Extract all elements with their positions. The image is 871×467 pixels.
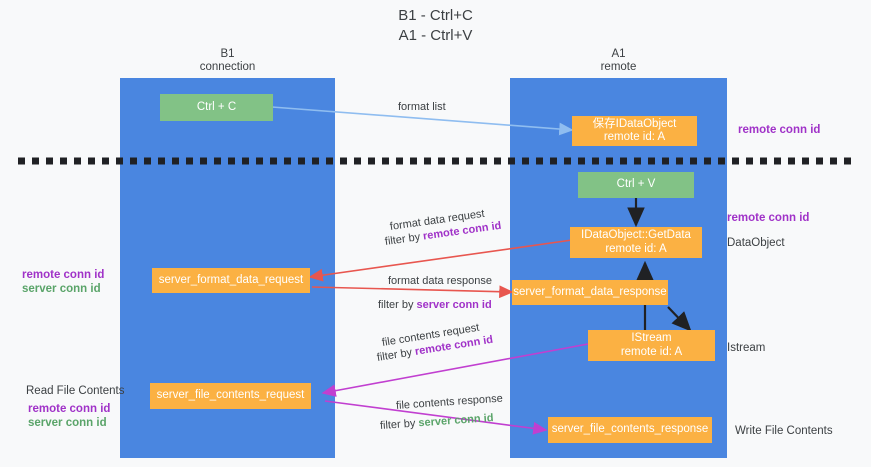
annotation-remote-conn-id-mid: remote conn id <box>727 212 810 224</box>
edge-label-format-list: format list <box>398 100 446 114</box>
node-save-idataobject[interactable]: 保存IDataObject remote id: A <box>572 116 697 146</box>
annotation-dataobject: DataObject <box>727 237 785 249</box>
column-header-a1-name: A1 <box>611 48 626 60</box>
node-getdata[interactable]: IDataObject::GetData remote id: A <box>570 227 702 258</box>
edge-label-format-data-response-filter-key: server conn id <box>416 299 492 311</box>
title-line-2: A1 - Ctrl+V <box>398 27 473 44</box>
annotation-istream: Istream <box>727 342 766 354</box>
node-server-format-data-response[interactable]: server_format_data_response <box>512 280 668 305</box>
node-server-file-contents-request[interactable]: server_file_contents_request <box>150 383 311 409</box>
edge-label-file-contents-response-filter-key: server conn id <box>418 412 494 430</box>
edge-label-format-data-response: format data response <box>388 274 492 288</box>
node-ctrl-c-label: Ctrl + C <box>196 100 237 113</box>
column-header-b1: B1 connection <box>120 48 335 74</box>
edge-label-format-data-response-filter-prefix: filter by <box>378 299 417 311</box>
node-server-file-contents-response-label: server_file_contents_response <box>551 423 709 436</box>
node-save-idataobject-line1: 保存IDataObject <box>592 117 677 130</box>
column-header-b1-name: B1 <box>220 48 235 60</box>
annotation-remote-conn-id-top: remote conn id <box>738 124 821 136</box>
node-server-format-data-request-label: server_format_data_request <box>158 273 304 286</box>
edge-label-file-contents-response-text: file contents response <box>395 392 504 412</box>
annotation-left-remote-conn-id: remote conn id <box>22 269 105 281</box>
node-ctrl-c[interactable]: Ctrl + C <box>160 94 273 121</box>
edge-label-file-contents-response-filter-prefix: filter by <box>379 417 419 432</box>
node-istream-line1: IStream <box>631 332 672 344</box>
node-istream-line2: remote id: A <box>620 345 683 358</box>
edge-label-format-list-text: format list <box>398 101 446 113</box>
node-ctrl-v[interactable]: Ctrl + V <box>578 172 694 198</box>
edge-label-format-data-response-text: format data response <box>388 275 492 287</box>
node-save-idataobject-line2: remote id: A <box>603 131 666 143</box>
title-line-1: B1 - Ctrl+C <box>398 7 473 24</box>
node-ctrl-v-label: Ctrl + V <box>616 178 656 191</box>
node-server-file-contents-request-label: server_file_contents_request <box>156 389 305 402</box>
node-getdata-line1: IDataObject::GetData <box>581 229 691 241</box>
annotation-left-server-conn-id-2: server conn id <box>28 417 107 429</box>
node-istream[interactable]: IStream remote id: A <box>588 330 715 361</box>
edge-label-format-data-response-filter: filter by server conn id <box>378 298 492 312</box>
annotation-write-file-contents: Write File Contents <box>735 425 833 437</box>
node-getdata-line2: remote id: A <box>605 242 667 255</box>
page-title: B1 - Ctrl+C A1 - Ctrl+V <box>0 6 871 46</box>
annotation-left-server-conn-id: server conn id <box>22 283 101 295</box>
annotation-read-file-contents: Read File Contents <box>26 385 125 397</box>
column-header-a1: A1 remote <box>510 48 727 74</box>
annotation-left-remote-conn-id-2: remote conn id <box>28 403 111 415</box>
node-server-file-contents-response[interactable]: server_file_contents_response <box>548 417 712 443</box>
edge-label-format-data-request-filter-prefix: filter by <box>384 230 424 248</box>
edge-label-file-contents-response: file contents response <box>396 392 504 413</box>
edge-label-file-contents-response-filter: filter by server conn id <box>380 411 494 433</box>
node-server-format-data-response-label: server_format_data_response <box>513 285 667 298</box>
column-header-a1-role: remote <box>600 61 637 73</box>
node-server-format-data-request[interactable]: server_format_data_request <box>152 268 310 293</box>
column-header-b1-role: connection <box>199 61 256 73</box>
